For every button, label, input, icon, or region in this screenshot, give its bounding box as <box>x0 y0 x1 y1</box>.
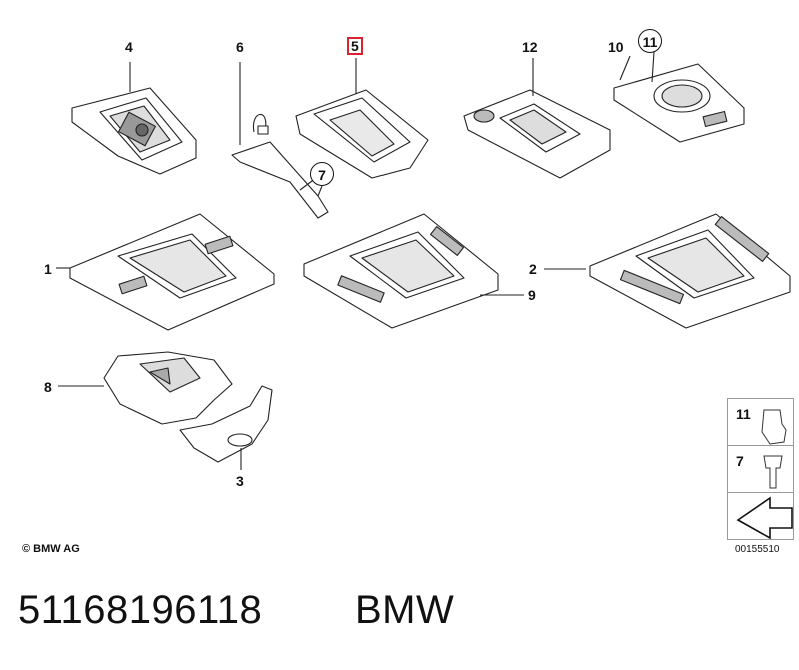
legend-icons <box>736 409 793 540</box>
part-4-drawing <box>71 62 197 175</box>
part-6-drawing <box>231 62 329 219</box>
legend-item-arrow <box>727 492 794 540</box>
brand-name: BMW <box>355 588 455 632</box>
fastener-legend: 11 7 <box>727 398 794 540</box>
legend-number: 7 <box>736 453 744 469</box>
part-label-2[interactable]: 2 <box>529 261 537 277</box>
legend-item-11[interactable]: 11 <box>727 398 794 445</box>
part-number: 51168196118 <box>18 588 263 632</box>
part-label-8[interactable]: 8 <box>44 379 52 395</box>
arrow-icon <box>736 496 793 540</box>
part-12-drawing <box>463 58 611 179</box>
part-1-drawing <box>56 213 275 331</box>
part-label-12[interactable]: 12 <box>522 39 538 55</box>
part-8-drawing <box>58 351 233 425</box>
part-label-10[interactable]: 10 <box>608 39 624 55</box>
part-label-3[interactable]: 3 <box>236 473 244 489</box>
part-5-drawing <box>295 58 429 179</box>
part-label-9[interactable]: 9 <box>528 287 536 303</box>
legend-item-7[interactable]: 7 <box>727 445 794 492</box>
part-10-drawing <box>613 55 745 143</box>
legend-number: 11 <box>736 406 751 422</box>
copyright-text: © BMW AG <box>22 543 80 555</box>
part-label-4[interactable]: 4 <box>125 39 133 55</box>
part-label-5[interactable]: 5 <box>347 37 363 55</box>
part-label-7[interactable]: 7 <box>310 162 334 186</box>
part-label-11[interactable]: 11 <box>638 29 662 53</box>
part-label-1[interactable]: 1 <box>44 261 52 277</box>
part-3-drawing <box>179 385 273 470</box>
part-9-drawing <box>303 213 524 329</box>
diagram-code: 00155510 <box>735 544 780 555</box>
part-2-drawing <box>544 213 791 329</box>
screw-icon <box>763 455 783 489</box>
part-label-6[interactable]: 6 <box>236 39 244 55</box>
parts-diagram <box>56 51 793 540</box>
clip-nut-icon <box>761 409 787 445</box>
